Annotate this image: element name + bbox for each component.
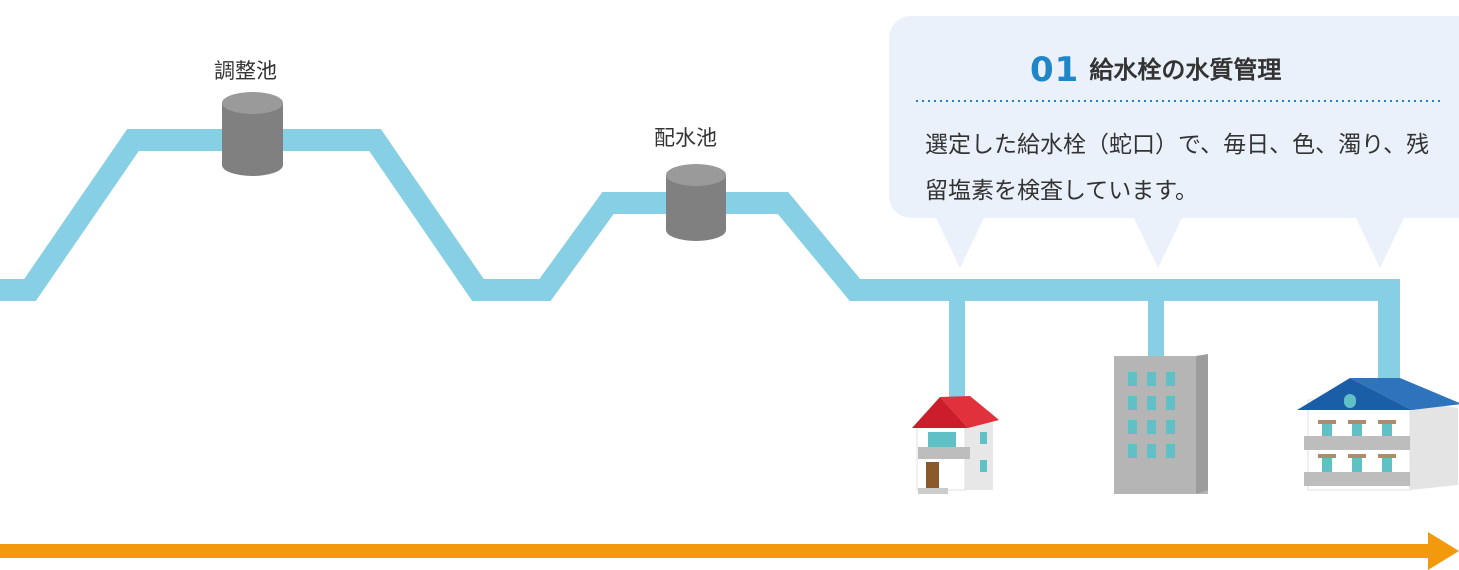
callout-pointer-building [1133,216,1183,268]
office-building-icon [1114,354,1208,494]
callout-heading: 給水栓の水質管理 [1089,56,1282,84]
adjustment-tank-icon [222,92,283,176]
callout-card [889,16,1459,268]
callout-body: 選定した給水栓（蛇口）で、毎日、色、濁り、残留塩素を検査しています。 [925,132,1430,204]
flow-arrow-icon [0,532,1459,570]
apartment-building-icon [1297,378,1459,491]
callout-title: 01 給水栓の水質管理 [1030,50,1281,90]
callout-number: 01 [1030,50,1080,90]
adjustment-tank-label: 調整池 [214,59,277,83]
distribution-reservoir-icon [666,164,726,241]
callout-pointer-apartment [1355,216,1405,268]
house-icon [912,396,999,494]
distribution-reservoir-label: 配水池 [654,126,717,150]
callout-pointer-house [935,216,985,268]
water-pipe-main [0,129,1400,380]
